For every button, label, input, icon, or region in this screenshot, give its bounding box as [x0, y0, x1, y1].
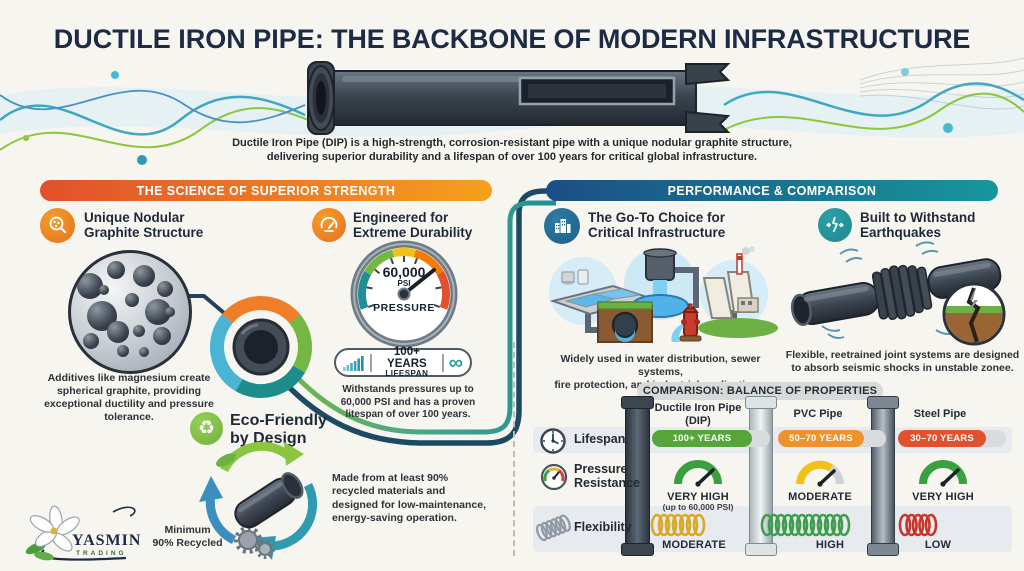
logo-tagline: TRADING: [76, 550, 127, 557]
brand-logo: YASMIN TRADING: [18, 498, 158, 566]
steel-pipe-base: [867, 543, 899, 556]
infrastructure-illustration: [549, 246, 778, 343]
graphite-heading: Unique Nodular Graphite Structure: [84, 210, 203, 240]
eco-heading-line1: Eco-Friendly: [230, 412, 327, 429]
eco-heading-line2: by Design: [230, 429, 307, 447]
graphite-heading-line1: Unique Nodular: [84, 210, 185, 225]
header-pipe-illustration: [307, 61, 731, 135]
column-header-dip: Ductile Iron Pipe (DIP): [650, 402, 746, 427]
performance-banner: PERFORMANCE & COMPARISON: [546, 180, 998, 201]
steel-pressure-gauge: [919, 460, 967, 487]
gauge-value: 60,000: [382, 264, 426, 280]
pvc-flexibility-value: HIGH: [815, 539, 845, 551]
earthquake-caption-line2: to absorb seismic shocks in unstable zon…: [791, 362, 1014, 375]
earthquake-caption: Flexible, reetrained joint systems are d…: [785, 349, 1020, 375]
page-title-strong: DUCTILE IRON PIPE:: [53, 24, 324, 54]
steel-pipe-collar: [867, 396, 899, 409]
pvc-pressure-gauge: [796, 460, 844, 487]
steel-flexibility-spring: [898, 513, 938, 537]
buildings-icon: [544, 208, 580, 244]
graphite-heading-line2: Graphite Structure: [84, 225, 204, 241]
jasmine-flower-icon: [25, 505, 136, 561]
infrastructure-caption-line1: Widely used in water distribution, sewer…: [560, 353, 761, 379]
recycling-loop-illustration: [199, 441, 318, 560]
header-subtitle-line2: delivering superior durability and a lif…: [266, 151, 758, 163]
infrastructure-heading: The Go-To Choice for Critical Infrastruc…: [588, 210, 725, 240]
infrastructure-heading-line2: Critical Infrastructure: [588, 225, 726, 241]
dip-pressure-value: VERY HIGH: [667, 491, 729, 503]
molecule-magnifier-icon: [40, 208, 75, 243]
recycled-label-line2: 90% Recycled: [152, 537, 223, 550]
durability-heading: Engineered for Extreme Durability: [353, 210, 472, 240]
steel-pipe-column: [871, 399, 895, 547]
dip-pipe-collar: [621, 396, 654, 409]
earthquake-heading: Built to Withstand Earthquakes: [860, 210, 975, 240]
column-header-pvc: PVC Pipe: [793, 408, 843, 420]
recycle-icon: ♻: [190, 412, 223, 445]
pressure-icon: [540, 463, 568, 491]
pvc-flexibility-spring: [760, 513, 851, 537]
steel-pressure-value: VERY HIGH: [912, 491, 974, 503]
header-subtitle-line1: Ductile Iron Pipe (DIP) is a high-streng…: [232, 137, 792, 149]
gauge-badge-icon: [312, 208, 346, 242]
gauge-dial-label: PRESSURE: [373, 302, 435, 314]
dip-pipe-column: [625, 399, 650, 547]
earthquake-icon: [818, 208, 852, 242]
earthquake-caption-line1: Flexible, reetrained joint systems are d…: [785, 349, 1020, 361]
dip-pressure-note: (up to 60,000 PSI): [662, 502, 734, 512]
spring-icon: [536, 514, 571, 542]
dip-lifespan-badge: 100+ YEARS: [652, 430, 752, 447]
flexibility-label: Flexibility: [574, 520, 632, 534]
infrastructure-heading-line1: The Go-To Choice for: [588, 210, 725, 225]
pvc-pressure-value: MODERATE: [788, 491, 852, 503]
dip-flexibility-spring: [650, 513, 706, 537]
earthquake-heading-line1: Built to Withstand: [860, 210, 976, 225]
pvc-lifespan-badge: 50–70 YEARS: [778, 430, 864, 447]
science-banner-label: THE SCIENCE OF SUPERIOR STRENGTH: [136, 183, 396, 198]
durability-heading-line2: Extreme Durability: [353, 225, 473, 241]
pressure-label-line1: Pressure: [574, 462, 628, 476]
pressure-label: Pressure Resistance: [574, 462, 641, 491]
durability-caption: Withstands pressures up to 60,000 PSI an…: [340, 384, 476, 420]
page-title-rest: THE BACKBONE OF MODERN INFRASTRUCTURE: [323, 24, 971, 54]
infinity-icon: ∞: [448, 351, 463, 374]
graphite-caption: Additives like magnesium create spherica…: [44, 372, 214, 424]
column-header-dip-line2: (DIP): [685, 414, 711, 427]
page-title: DUCTILE IRON PIPE: THE BACKBONE OF MODER…: [0, 24, 1024, 55]
lifespan-badge-value: 100+ YEARS: [387, 346, 427, 370]
lifespan-label: Lifespan: [574, 432, 626, 446]
earthquake-heading-line2: Earthquakes: [860, 225, 942, 241]
dip-flexibility-value: MODERATE: [662, 539, 726, 551]
recycle-glyph: ♻: [197, 418, 216, 439]
pvc-pipe-collar: [745, 396, 777, 409]
eco-heading: Eco-Friendly by Design: [230, 412, 327, 447]
recycled-label-line1: Minimum: [164, 524, 211, 536]
dip-pressure-gauge: [674, 460, 722, 487]
earthquake-illustration: [790, 241, 1006, 346]
recycled-label: Minimum 90% Recycled: [140, 524, 235, 550]
lifespan-badge-label: LIFESPAN: [385, 369, 429, 378]
pressure-gauge: 60,000 PSI PRESSURE: [344, 240, 464, 352]
steel-lifespan-badge: 30–70 YEARS: [898, 430, 986, 447]
column-header-dip-line1: Ductile Iron Pipe: [654, 402, 742, 414]
pvc-pipe-base: [745, 543, 777, 556]
eco-caption: Made from at least 90% recycled material…: [332, 472, 487, 525]
section-divider: [513, 342, 515, 556]
column-header-steel: Steel Pipe: [913, 408, 967, 420]
pressure-label-line2: Resistance: [574, 475, 641, 490]
durability-heading-line1: Engineered for: [353, 210, 449, 225]
dip-pipe-base: [621, 543, 654, 556]
bar-chart-icon: [343, 355, 364, 371]
science-banner: THE SCIENCE OF SUPERIOR STRENGTH: [40, 180, 492, 201]
lifespan-badge: 100+ YEARS LIFESPAN ∞: [334, 346, 472, 378]
clock-icon: [540, 428, 566, 454]
steel-flexibility-value: LOW: [924, 539, 952, 551]
gauge-unit: PSI: [397, 279, 411, 288]
comparison-title: COMPARISON: BALANCE OF PROPERTIES: [637, 382, 883, 400]
performance-banner-label: PERFORMANCE & COMPARISON: [667, 183, 877, 198]
logo-name: YASMIN: [72, 532, 142, 549]
graphite-structure-image: [68, 250, 192, 374]
